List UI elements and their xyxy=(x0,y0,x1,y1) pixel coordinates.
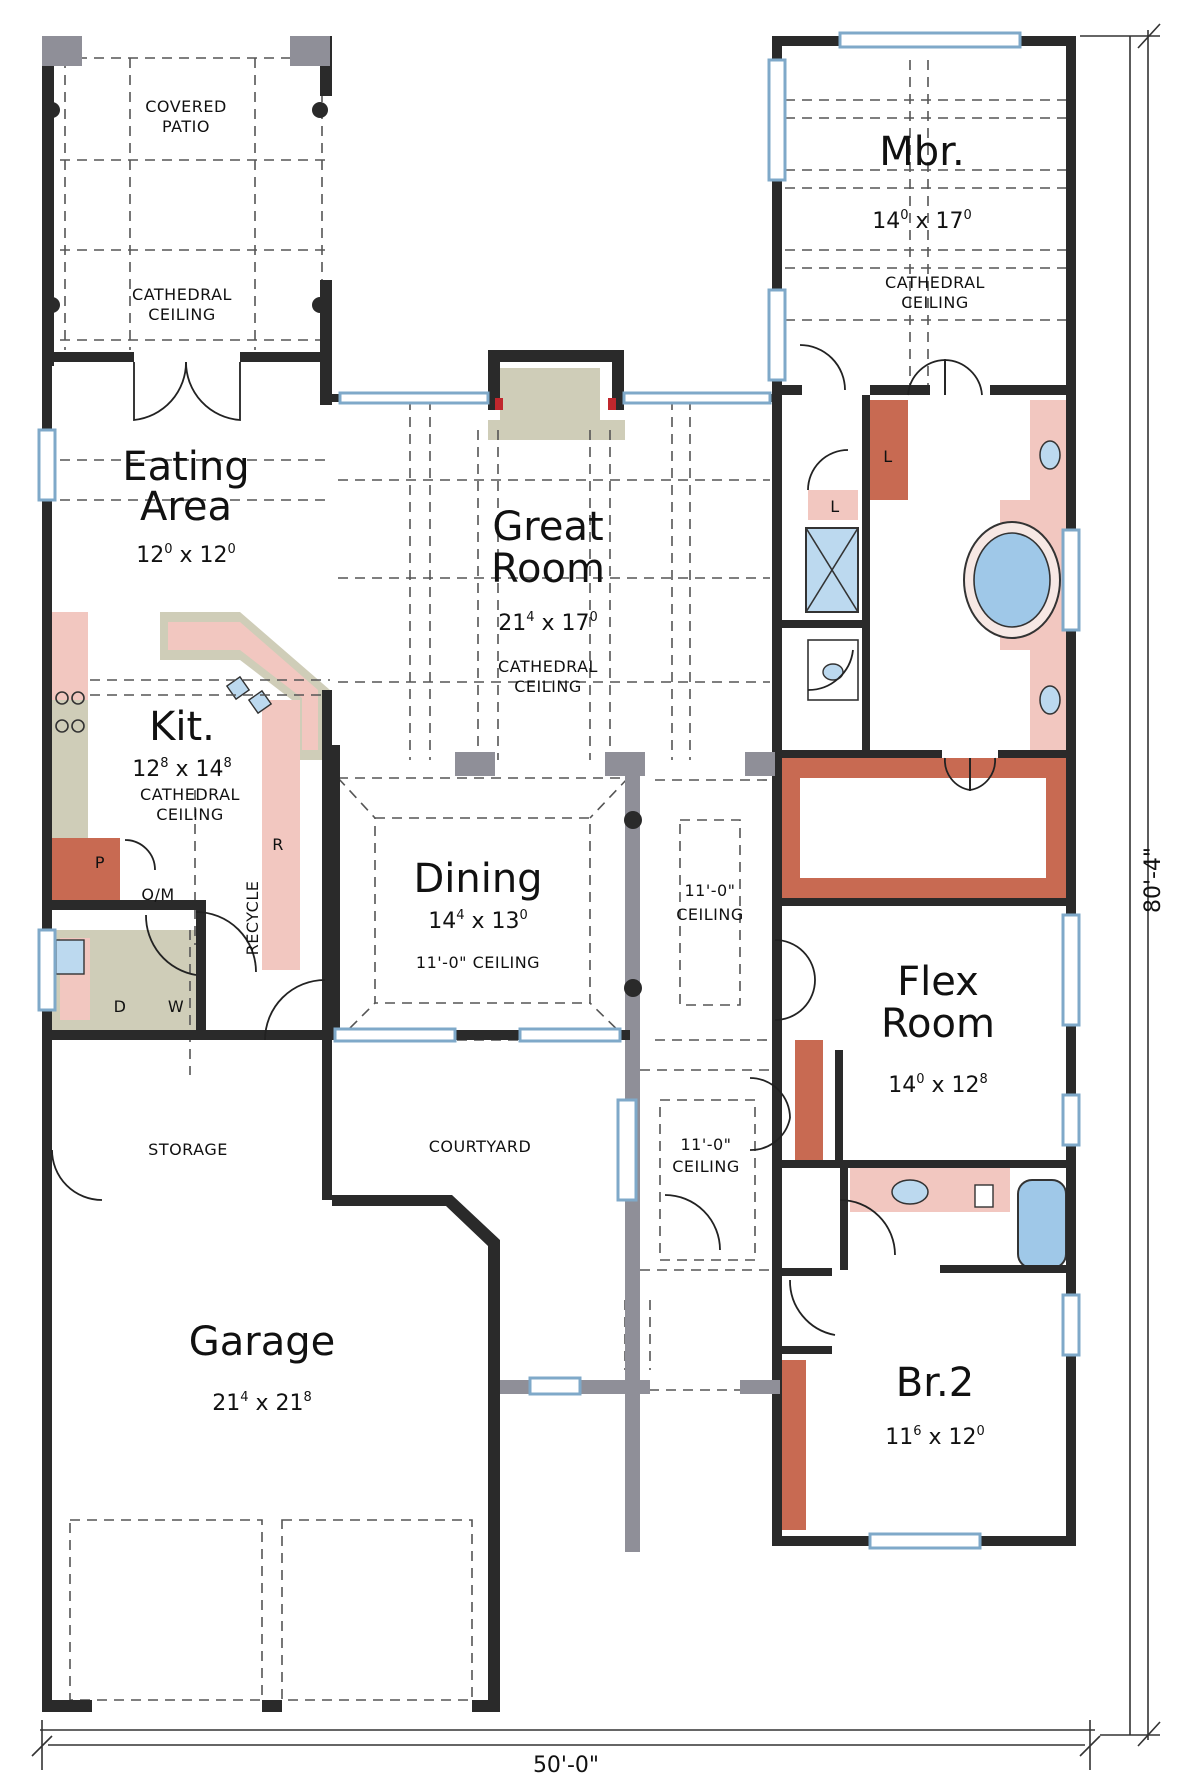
pantry-label: P xyxy=(95,853,105,872)
mbr-label: Mbr. xyxy=(879,129,964,175)
mbr-dims: 140 x 170 xyxy=(872,208,972,234)
br2-dims: 116 x 120 xyxy=(885,1424,985,1450)
kitchen-ceiling-2: CEILING xyxy=(156,805,224,824)
great-room-ceiling-1: CATHEDRAL xyxy=(498,657,598,676)
storage-label: STORAGE xyxy=(148,1140,228,1159)
mbr-ceiling-2: CEILING xyxy=(901,293,969,312)
dining-dims: 144 x 130 xyxy=(428,908,528,934)
covered-patio-label-1: COVERED xyxy=(145,97,227,116)
labels: COVERED PATIO CATHEDRAL CEILING Eating A… xyxy=(95,97,995,1450)
windows xyxy=(37,31,1081,1550)
hall-ceiling-1: 11'-0" xyxy=(684,881,735,900)
overall-width-label: 50'-0" xyxy=(533,1753,599,1778)
kitchen-dims: 128 x 148 xyxy=(132,756,232,782)
linen-label-2: L xyxy=(830,497,839,516)
dryer-label: D xyxy=(114,997,127,1016)
washer-label: W xyxy=(168,997,184,1016)
patio-ceiling-label-1: CATHEDRAL xyxy=(132,285,232,304)
dimension-lines: 50'-0" 80'-4" xyxy=(31,23,1166,1778)
courtyard-label: COURTYARD xyxy=(429,1137,532,1156)
garage-label: Garage xyxy=(189,1319,335,1365)
covered-patio-label-2: PATIO xyxy=(162,117,210,136)
flex-room-dims: 140 x 128 xyxy=(888,1072,988,1098)
flex-room-label-1: Flex xyxy=(897,959,979,1005)
foyer-ceiling-1: 11'-0" xyxy=(680,1135,731,1154)
eating-area-label-1: Eating xyxy=(122,444,249,490)
kitchen-ceiling-1: CATHEDRAL xyxy=(140,785,240,804)
br2-label: Br.2 xyxy=(896,1360,974,1406)
garage-dims: 214 x 218 xyxy=(212,1390,312,1416)
kitchen-label: Kit. xyxy=(149,704,215,750)
range-label: R xyxy=(272,835,284,854)
hall-ceiling-2: CEILING xyxy=(676,905,744,924)
bath-fixtures xyxy=(55,440,1067,1269)
foyer-ceiling-2: CEILING xyxy=(672,1157,740,1176)
great-room-dims: 214 x 170 xyxy=(498,610,598,636)
eating-area-label-2: Area xyxy=(140,484,232,530)
eating-area-dims: 120 x 120 xyxy=(136,542,236,568)
great-room-label-2: Room xyxy=(491,546,605,592)
linen-label-1: L xyxy=(883,447,892,466)
patio-ceiling-label-2: CEILING xyxy=(148,305,216,324)
great-room-ceiling-2: CEILING xyxy=(514,677,582,696)
overall-depth-label: 80'-4" xyxy=(1141,847,1166,913)
doors xyxy=(51,344,996,1336)
flex-room-label-2: Room xyxy=(881,1001,995,1047)
mbr-ceiling-1: CATHEDRAL xyxy=(885,273,985,292)
dining-ceiling: 11'-0" CEILING xyxy=(416,953,540,972)
oven-label: O/M xyxy=(141,885,174,904)
dining-label: Dining xyxy=(413,856,542,902)
great-room-label-1: Great xyxy=(492,504,603,550)
recycle-label: RECYCLE xyxy=(243,881,262,956)
